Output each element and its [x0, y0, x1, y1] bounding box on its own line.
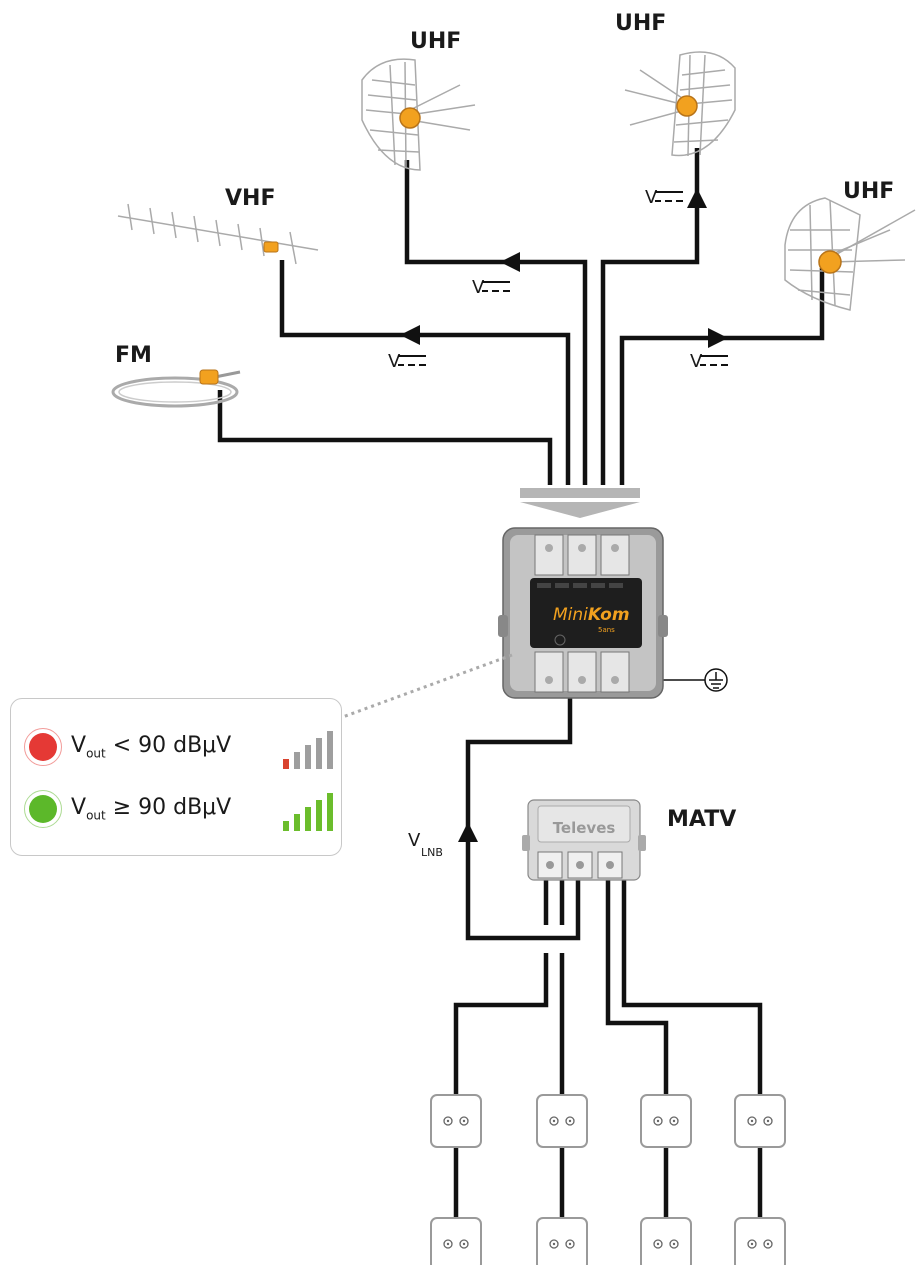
dc-symbol-uhf-right: V [690, 351, 728, 372]
minikom-amplifier: MiniKom 5ans [498, 527, 668, 699]
signal-bar [305, 745, 311, 769]
label-fm: FM [115, 343, 152, 368]
wall-socket [640, 1217, 692, 1265]
arrow-uhf-right [708, 328, 728, 348]
arrow-uhf-center [687, 188, 707, 208]
low-signal-bars-icon [283, 731, 333, 769]
signal-bar [316, 738, 322, 769]
wire-split-c [453, 953, 549, 1095]
vlnb-label: V LNB [408, 830, 443, 859]
label-uhf-center: UHF [615, 11, 666, 36]
merge-arrow [520, 488, 640, 518]
svg-text:V: V [388, 351, 401, 372]
signal-bar [327, 793, 333, 831]
direction-arrows [400, 188, 728, 842]
high-signal-bars-icon [283, 793, 333, 831]
wire-uhf-left [404, 160, 588, 485]
dc-symbol-uhf-center: V [645, 187, 683, 208]
svg-text:V: V [408, 830, 421, 851]
wire-split-e [605, 878, 669, 1095]
dc-symbol-uhf-left: V [472, 277, 510, 298]
signal-level-legend: Vout < 90 dBμV Vout ≥ 90 dBμV [10, 698, 342, 856]
svg-text:5ans: 5ans [598, 626, 615, 634]
wire-split-f [621, 878, 763, 1095]
signal-bar [283, 759, 289, 769]
legend-pointer [339, 653, 513, 720]
dc-symbol-vhf: V [388, 351, 426, 372]
svg-text:LNB: LNB [421, 846, 443, 859]
red-led-icon [24, 728, 62, 766]
wall-socket [640, 1094, 692, 1148]
signal-bar [305, 807, 311, 831]
wall-socket [430, 1217, 482, 1265]
wall-socket [734, 1094, 786, 1148]
vhf-antenna [117, 203, 319, 265]
wall-sockets [430, 1094, 786, 1265]
legend-text-low: Vout < 90 dBμV [71, 733, 232, 761]
signal-bar [283, 821, 289, 831]
arrow-vlnb [458, 822, 478, 842]
label-uhf-right: UHF [843, 179, 894, 204]
arrow-uhf-left [500, 252, 520, 272]
wall-socket [536, 1094, 588, 1148]
uhf-right-antenna [784, 197, 916, 311]
green-led-icon [24, 790, 62, 828]
svg-text:V: V [690, 351, 703, 372]
label-matv: MATV [667, 807, 736, 832]
svg-text:Televes: Televes [553, 819, 616, 837]
ground-icon [704, 668, 728, 692]
svg-text:MiniKom: MiniKom [553, 605, 630, 625]
wire-uhf-right [619, 268, 825, 485]
dc-voltage-symbols: V V V V [388, 187, 728, 372]
wall-socket [536, 1217, 588, 1265]
signal-bar [327, 731, 333, 769]
legend-text-high: Vout ≥ 90 dBμV [71, 795, 232, 823]
signal-bar [294, 752, 300, 769]
arrow-vhf [400, 325, 420, 345]
wire-vhf [279, 260, 571, 485]
svg-text:V: V [645, 187, 658, 208]
matv-splitter: Televes [522, 799, 646, 881]
wall-socket [734, 1217, 786, 1265]
signal-bar [316, 800, 322, 831]
signal-bar [294, 814, 300, 831]
legend-row-low: Vout < 90 dBμV [24, 725, 333, 769]
wall-socket [430, 1094, 482, 1148]
label-vhf: VHF [225, 186, 275, 211]
uhf-left-antenna [361, 58, 476, 171]
fm-antenna [111, 369, 241, 408]
label-uhf-left: UHF [410, 29, 461, 54]
wire-fm [217, 390, 553, 485]
legend-row-high: Vout ≥ 90 dBμV [24, 787, 333, 831]
svg-text:V: V [472, 277, 485, 298]
uhf-center-antenna [624, 51, 736, 157]
